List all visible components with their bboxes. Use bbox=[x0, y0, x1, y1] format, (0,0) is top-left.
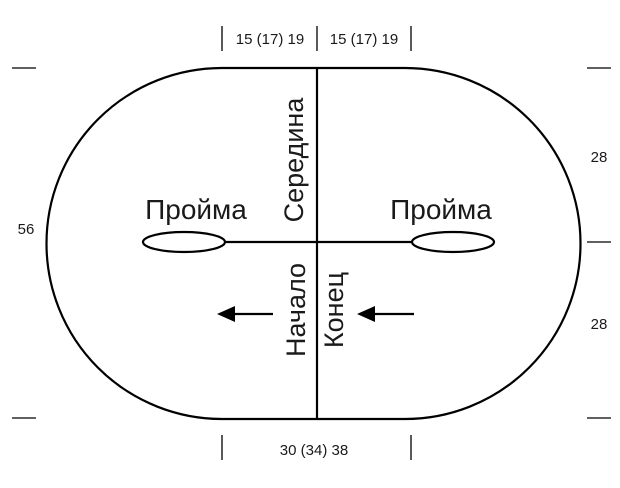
right-dimension: 28 28 bbox=[587, 67, 611, 419]
armhole-right-label: Пройма bbox=[390, 194, 492, 225]
armhole-right-ellipse bbox=[410, 230, 496, 254]
start-label: Начало bbox=[281, 263, 311, 357]
bottom-dimension: 30 (34) 38 bbox=[221, 435, 412, 460]
left-dimension: 56 bbox=[12, 67, 36, 419]
top-dimension: 15 (17) 19 15 (17) 19 bbox=[221, 26, 412, 51]
right-lower-dimension: 28 bbox=[591, 316, 608, 333]
armhole-left-label: Пройма bbox=[145, 194, 247, 225]
arrow-left-icon bbox=[217, 306, 273, 322]
arrow-left-icon-2 bbox=[357, 306, 414, 322]
right-upper-dimension: 28 bbox=[591, 149, 608, 166]
middle-label: Середина bbox=[279, 97, 309, 223]
top-right-dimension: 15 (17) 19 bbox=[330, 31, 398, 48]
left-height-dimension: 56 bbox=[18, 221, 35, 238]
top-left-dimension: 15 (17) 19 bbox=[236, 31, 304, 48]
body-outline bbox=[45, 66, 582, 421]
armhole-left-ellipse bbox=[141, 230, 227, 254]
bottom-width-dimension: 30 (34) 38 bbox=[280, 442, 348, 459]
end-label: Конец bbox=[319, 272, 349, 348]
